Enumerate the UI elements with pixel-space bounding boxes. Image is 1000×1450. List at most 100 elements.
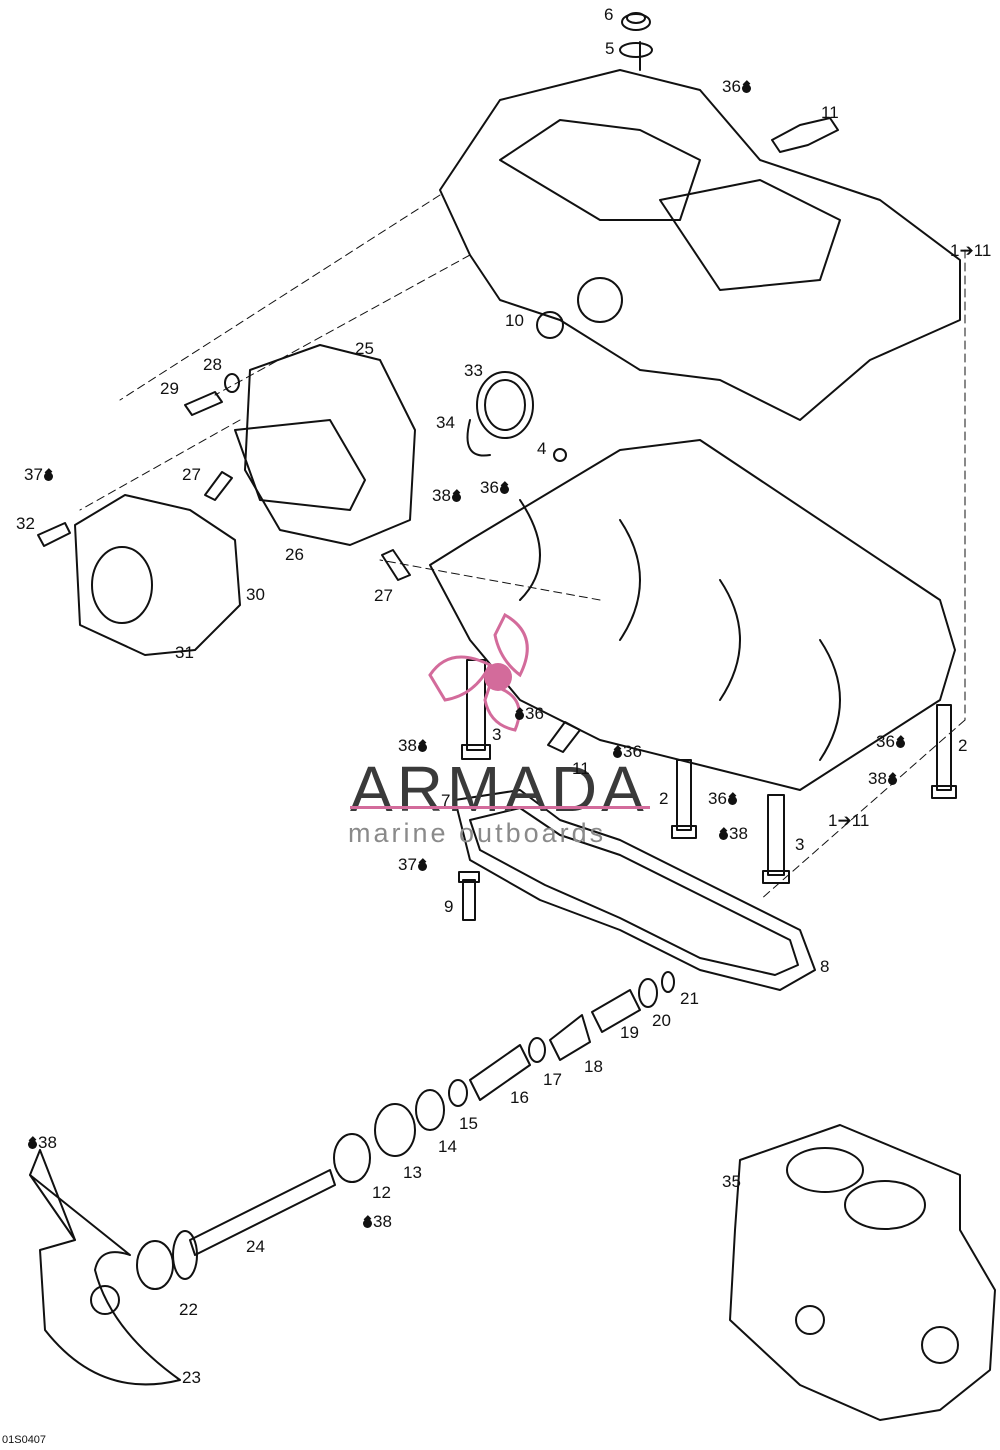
callout: 11 — [821, 103, 839, 122]
callout: 4 — [537, 439, 547, 458]
callout: 30 — [246, 585, 265, 604]
callout: 2 — [659, 789, 669, 808]
callout: 3 — [795, 835, 805, 854]
stud-part-2b — [931, 704, 957, 799]
watermark-subtitle: marine outboards — [348, 818, 607, 848]
callout: 37 — [24, 465, 43, 484]
housing-part-31 — [74, 494, 241, 656]
watermark-propeller-icon — [428, 612, 529, 732]
oil-drop-icon — [741, 81, 751, 93]
oil-drop-icon — [499, 482, 509, 494]
callout: 36 — [876, 732, 895, 751]
plug-part-6 — [621, 12, 651, 31]
callout: 27 — [182, 465, 201, 484]
callout: 23 — [182, 1368, 201, 1387]
oil-drop-icon — [417, 740, 427, 752]
watermark-brand: ARMADA — [350, 753, 648, 825]
callout-lubricant: 38 — [362, 1213, 392, 1231]
callout: 35 — [722, 1172, 741, 1191]
flywheel-part-23 — [29, 1149, 181, 1386]
callout: 36 — [623, 742, 642, 761]
engine-part-35 — [729, 1124, 996, 1421]
callout-lubricant: 38 — [27, 1134, 57, 1152]
diagram-code: 01S0407 — [2, 1434, 47, 1446]
oil-drop-icon — [417, 859, 427, 871]
oil-drop-icon — [28, 1137, 37, 1149]
callout-lubricant: 37 — [398, 856, 428, 874]
screw-part-9 — [458, 871, 480, 921]
callout: 38 — [868, 769, 887, 788]
callout: 34 — [436, 413, 455, 432]
callout: 38 — [373, 1212, 392, 1231]
callout: 38 — [432, 486, 451, 505]
callout: 11 — [572, 759, 590, 778]
callout: 5 — [605, 39, 615, 58]
screw-part-27b — [381, 549, 411, 581]
callout: 21 — [680, 989, 699, 1008]
o-ring-part-34 — [466, 419, 491, 457]
fitting-part-11-bottom — [547, 721, 581, 753]
callout: 19 — [620, 1023, 639, 1042]
callout: 14 — [438, 1137, 457, 1156]
callout: 38 — [398, 736, 417, 755]
callout: 22 — [179, 1300, 198, 1319]
oil-drop-icon — [727, 793, 737, 805]
callout: 1➔11 — [828, 811, 870, 830]
callout-lubricant: 38 — [432, 487, 462, 505]
callout-lubricant: 36 — [612, 743, 642, 761]
callout: 9 — [444, 897, 454, 916]
callout-lubricant: 37 — [24, 466, 54, 484]
callout: 26 — [285, 545, 304, 564]
oil-drop-icon — [895, 736, 905, 748]
callout-lubricant: 36 — [708, 790, 738, 808]
callout: 25 — [355, 339, 374, 358]
callout: 36 — [708, 789, 727, 808]
lower-crankcase — [429, 439, 956, 791]
oil-drop-icon — [613, 746, 622, 758]
oil-drop-icon — [363, 1216, 372, 1228]
callout: 36 — [722, 77, 741, 96]
callout-lubricant: 38 — [718, 825, 748, 843]
screw-part-32 — [37, 522, 71, 547]
callout-lubricant: 38 — [398, 737, 428, 755]
oil-drop-icon — [43, 469, 53, 481]
callout: 7 — [441, 791, 451, 810]
stud-part-3b — [762, 794, 790, 884]
callout: 37 — [398, 855, 417, 874]
screw-part-29 — [184, 391, 223, 416]
oil-drop-icon — [887, 773, 897, 785]
callout: 28 — [203, 355, 222, 374]
callout-lubricant: 36 — [514, 705, 544, 723]
callout: 24 — [246, 1237, 265, 1256]
fitting-part-11-top — [771, 117, 839, 153]
callout: 20 — [652, 1011, 671, 1030]
callout-lubricant: 36 — [480, 479, 510, 497]
callout: 29 — [160, 379, 179, 398]
gasket-part-8 — [454, 789, 816, 991]
callout: 36 — [480, 478, 499, 497]
upper-crankcase — [439, 41, 961, 421]
callout: 31 — [175, 643, 194, 662]
callout: 15 — [459, 1114, 478, 1133]
callout: 36 — [525, 704, 544, 723]
callout: 38 — [729, 824, 748, 843]
screw-part-27a — [204, 471, 233, 501]
washer-part-28 — [224, 373, 240, 393]
callout: 6 — [604, 5, 614, 24]
rotary-valve-cover-25 — [234, 344, 416, 546]
callout: 16 — [510, 1088, 529, 1107]
oil-drop-icon — [451, 490, 461, 502]
callout: 32 — [16, 514, 35, 533]
watermark-rule — [350, 806, 650, 809]
callout-lubricant: 36 — [876, 733, 906, 751]
callout: 8 — [820, 957, 830, 976]
callout-lubricant: 38 — [868, 770, 898, 788]
callout: 10 — [505, 311, 524, 330]
shaft-assembly — [136, 971, 675, 1290]
callout: 38 — [38, 1133, 57, 1152]
callout: 17 — [543, 1070, 562, 1089]
callout: 18 — [584, 1057, 603, 1076]
callout-lubricant: 36 — [722, 78, 752, 96]
callout: 2 — [958, 736, 968, 755]
